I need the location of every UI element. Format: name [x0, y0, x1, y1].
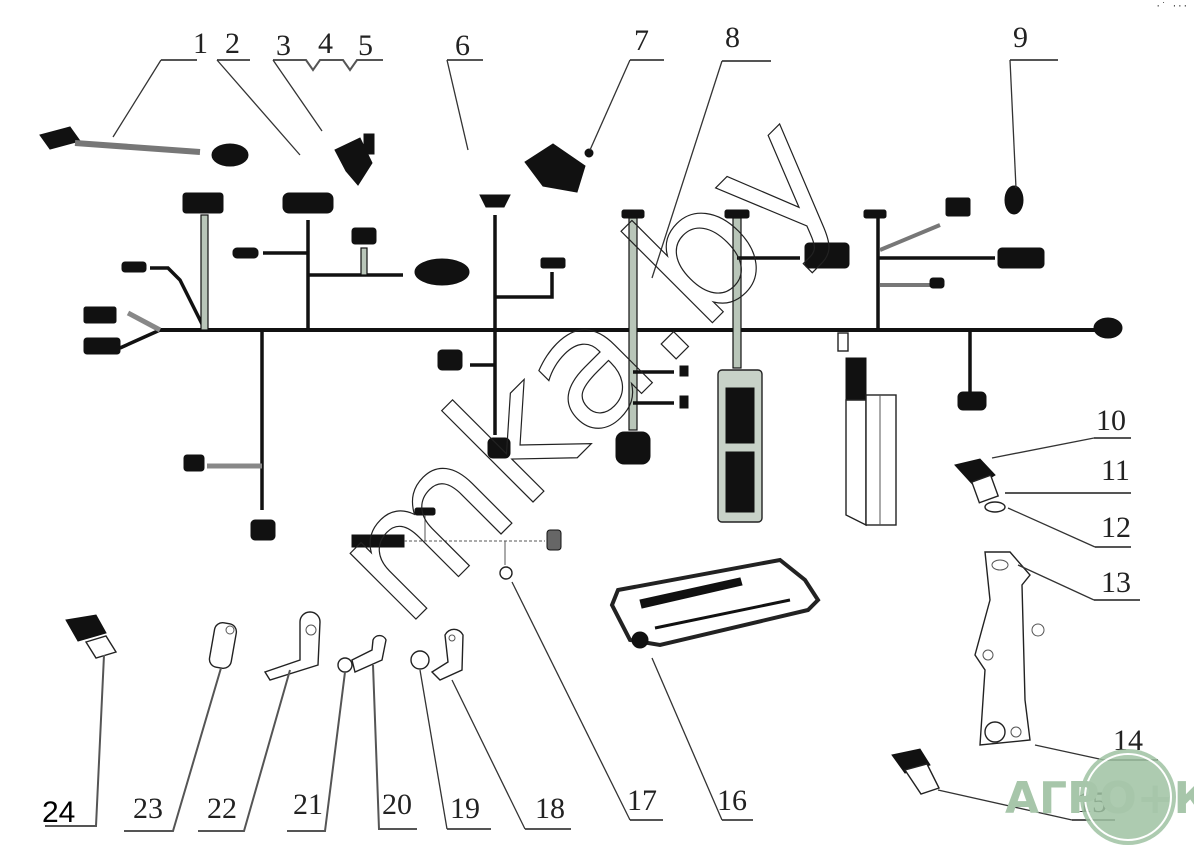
harness-branch-c [183, 330, 276, 541]
fuse-relay-box [837, 332, 897, 527]
part-21-clip [337, 634, 387, 673]
part-10-12-sensor [954, 458, 1006, 513]
callout-2: 2 [225, 27, 240, 60]
callout-10: 10 [1096, 404, 1126, 437]
harness-branch-e [615, 209, 689, 465]
callout-7: 7 [634, 24, 649, 57]
trunk-end-connector [1093, 317, 1123, 339]
callout-12: 12 [1101, 511, 1131, 544]
left-connector-lower [83, 337, 121, 355]
corner-mark: ·˙ ··· [1155, 2, 1188, 12]
harness-branch-h [957, 330, 987, 411]
part-2-5-sensor-assembly [334, 133, 375, 186]
callout-13: 13 [1101, 566, 1131, 599]
watermark-agroka-logo: АГРО+КА [1005, 749, 1194, 845]
callout-8: 8 [725, 21, 740, 54]
callout-labels: 1 2 3 4 5 6 7 8 9 10 11 12 13 14 15 16 1… [42, 21, 1143, 829]
callout-16: 16 [717, 784, 747, 817]
sensor-connector [615, 431, 651, 465]
callout-24: 24 [42, 796, 75, 829]
watermark-agroka-text: АГРО+КА [1005, 773, 1194, 824]
callout-4: 4 [318, 27, 333, 60]
callout-11: 11 [1101, 454, 1130, 487]
harness-trunk [83, 261, 1123, 355]
part-22-bracket [263, 611, 321, 681]
harness-branch-f [717, 209, 850, 523]
harness-branch-d [437, 194, 566, 459]
connector-a [182, 192, 224, 214]
part-1-sensor [39, 126, 249, 167]
part-19-nut [410, 650, 430, 670]
callout-18: 18 [535, 792, 565, 825]
callout-3: 3 [276, 29, 291, 62]
left-connector-upper [83, 306, 117, 324]
callout-19: 19 [450, 792, 480, 825]
callout-6: 6 [455, 29, 470, 62]
callout-17: 17 [627, 784, 657, 817]
part-9-sensor [1004, 185, 1024, 215]
callout-5: 5 [358, 29, 373, 62]
callout-1: 1 [193, 27, 208, 60]
harness-branch-a [182, 192, 224, 331]
part-17-sub-harness [351, 507, 562, 580]
part-13-bracket [974, 551, 1045, 746]
part-23-terminal [208, 621, 238, 669]
callout-22: 22 [207, 792, 237, 825]
callout-9: 9 [1013, 21, 1028, 54]
callout-21: 21 [293, 788, 323, 821]
part-6-7-sensor-assembly [524, 143, 594, 193]
harness-branch-g [863, 197, 1045, 330]
part-18-bracket [430, 628, 464, 681]
callout-23: 23 [133, 792, 163, 825]
part-15-sensor [891, 748, 940, 795]
part-24-sensor [65, 614, 118, 659]
harness-branch-b [232, 192, 470, 330]
part-16-ecu-bracket [609, 557, 821, 649]
callout-20: 20 [382, 788, 412, 821]
part-14-bolt [984, 721, 1022, 743]
